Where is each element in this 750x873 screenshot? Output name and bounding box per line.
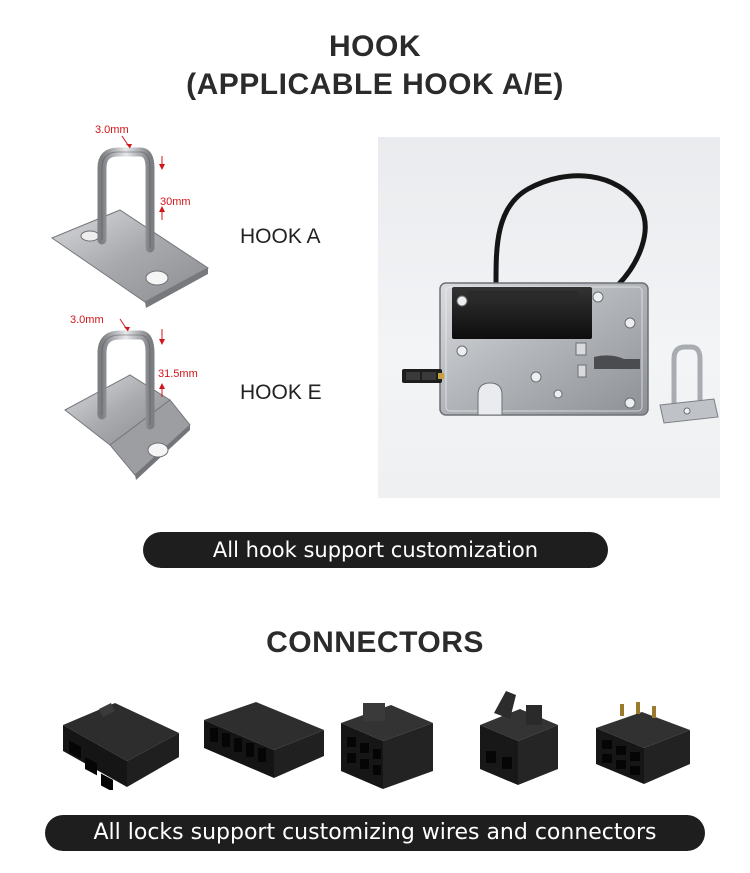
lock-product-image — [378, 137, 720, 498]
hook-a-drawing — [50, 135, 209, 308]
connectors-title: CONNECTORS — [266, 626, 484, 659]
hook-e-image — [50, 315, 215, 490]
hook-customization-banner: All hook support customization — [143, 532, 608, 568]
connector-6-pin-header-image — [590, 698, 695, 788]
hook-a-wire-dimension: 3.0mm — [95, 124, 129, 136]
connectors-customization-banner: All locks support customizing wires and … — [45, 815, 705, 851]
hook-e-drawing — [64, 318, 191, 480]
hook-subtitle: (APPLICABLE HOOK A/E) — [186, 68, 564, 101]
hook-a-image — [50, 120, 215, 310]
connector-4-pin-housing-image — [55, 695, 185, 792]
hook-e-label: HOOK E — [240, 381, 322, 404]
hook-e-height-dimension: 31.5mm — [158, 368, 198, 380]
connector-6-pin-housing-image — [198, 698, 328, 783]
hook-e-wire-dimension: 3.0mm — [70, 314, 104, 326]
hook-a-height-dimension: 30mm — [160, 196, 191, 208]
connector-2-pin-latch-image — [470, 685, 565, 790]
lock-drawing — [402, 173, 719, 424]
connector-6-pin-plug-image — [333, 693, 438, 793]
hook-title: HOOK — [329, 30, 421, 63]
hook-a-label: HOOK A — [240, 225, 321, 248]
